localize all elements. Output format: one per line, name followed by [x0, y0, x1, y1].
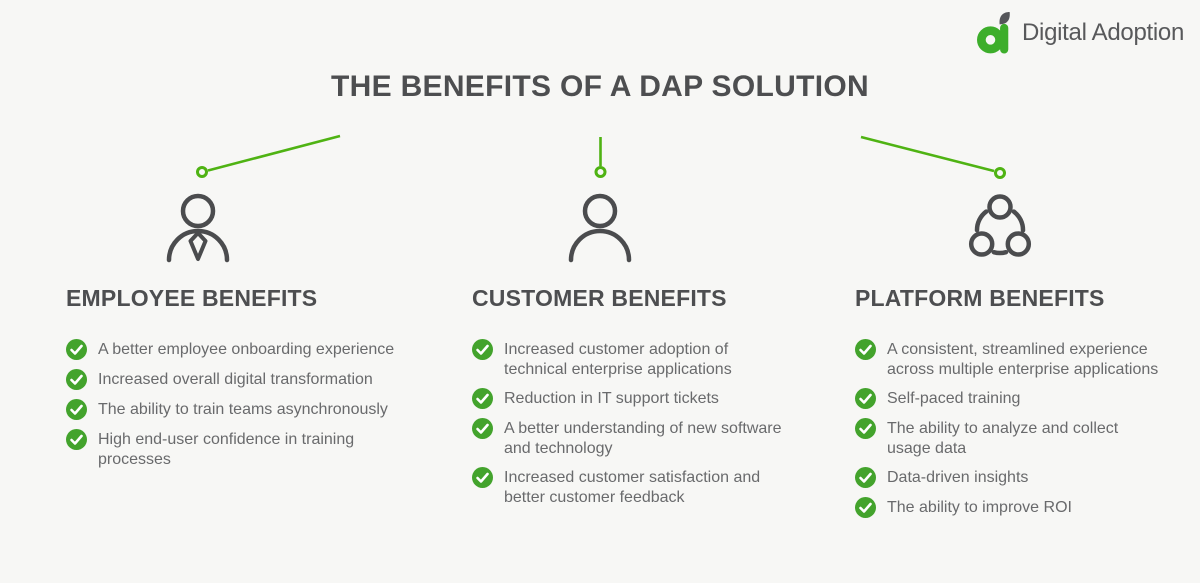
column-employee-benefits: EMPLOYEE BENEFITS A better employee onbo… — [66, 284, 446, 478]
benefit-item: The ability to improve ROI — [855, 497, 1195, 518]
benefit-text: A consistent, streamlined experience acr… — [887, 341, 1159, 378]
check-icon — [66, 429, 87, 450]
check-icon — [855, 339, 876, 360]
check-icon — [472, 388, 493, 409]
benefit-item: Self-paced training — [855, 388, 1195, 409]
benefit-item: Increased customer adoption of technical… — [472, 339, 842, 379]
check-icon — [472, 339, 493, 360]
benefit-text: The ability to analyze and collect usage… — [887, 420, 1119, 457]
benefit-text: A better employee onboarding experience — [98, 341, 395, 358]
connector-endpoint-middle — [594, 166, 607, 178]
benefit-text: The ability to train teams asynchronousl… — [98, 401, 388, 418]
benefit-text: Reduction in IT support tickets — [504, 390, 719, 407]
column-heading: EMPLOYEE BENEFITS — [66, 285, 318, 311]
benefit-item: The ability to train teams asynchronousl… — [66, 399, 446, 420]
benefit-item: The ability to analyze and collect usage… — [855, 418, 1195, 458]
check-icon — [855, 418, 876, 439]
connector-endpoint-right — [994, 167, 1006, 179]
benefit-text: The ability to improve ROI — [887, 499, 1072, 516]
benefit-item: Reduction in IT support tickets — [472, 388, 842, 409]
check-icon — [855, 497, 876, 518]
benefit-item: High end-user confidence in training pro… — [66, 429, 446, 469]
platform-network-icon — [968, 194, 1032, 257]
check-icon — [66, 339, 87, 360]
brand-name: Digital Adoption — [1022, 19, 1184, 46]
benefit-text: Increased customer adoption of technical… — [504, 341, 732, 378]
check-icon — [472, 467, 493, 488]
benefit-text: Increased overall digital transformation — [98, 371, 373, 388]
benefit-text: Increased customer satisfaction and bett… — [504, 469, 761, 506]
benefit-item: A better employee onboarding experience — [66, 339, 446, 360]
column-customer-benefits: CUSTOMER BENEFITS Increased customer ado… — [472, 284, 842, 516]
page-title: THE BENEFITS OF A DAP SOLUTION — [331, 70, 869, 103]
brand-logo: Digital Adoption — [977, 12, 1184, 54]
column-heading: PLATFORM BENEFITS — [855, 285, 1105, 311]
benefit-item: Increased overall digital transformation — [66, 369, 446, 390]
benefit-text: Self-paced training — [887, 390, 1021, 407]
check-icon — [66, 399, 87, 420]
employee-person-tie-icon — [166, 193, 230, 263]
digital-adoption-logo-icon — [977, 12, 1010, 54]
check-icon — [66, 369, 87, 390]
connector-endpoint-left — [196, 166, 208, 178]
benefit-item: A consistent, streamlined experience acr… — [855, 339, 1195, 379]
benefit-text: Data-driven insights — [887, 469, 1029, 486]
benefit-item: Increased customer satisfaction and bett… — [472, 467, 842, 507]
connector-line-right — [860, 135, 995, 173]
connector-line-left — [207, 134, 341, 172]
benefit-item: Data-driven insights — [855, 467, 1195, 488]
column-platform-benefits: PLATFORM BENEFITS A consistent, streamli… — [855, 284, 1195, 527]
customer-person-icon — [568, 193, 632, 263]
check-icon — [472, 418, 493, 439]
benefit-text: High end-user confidence in training pro… — [98, 431, 355, 468]
check-icon — [855, 388, 876, 409]
check-icon — [855, 467, 876, 488]
benefit-text: A better understanding of new software a… — [504, 420, 782, 457]
benefit-item: A better understanding of new software a… — [472, 418, 842, 458]
column-heading: CUSTOMER BENEFITS — [472, 285, 727, 311]
